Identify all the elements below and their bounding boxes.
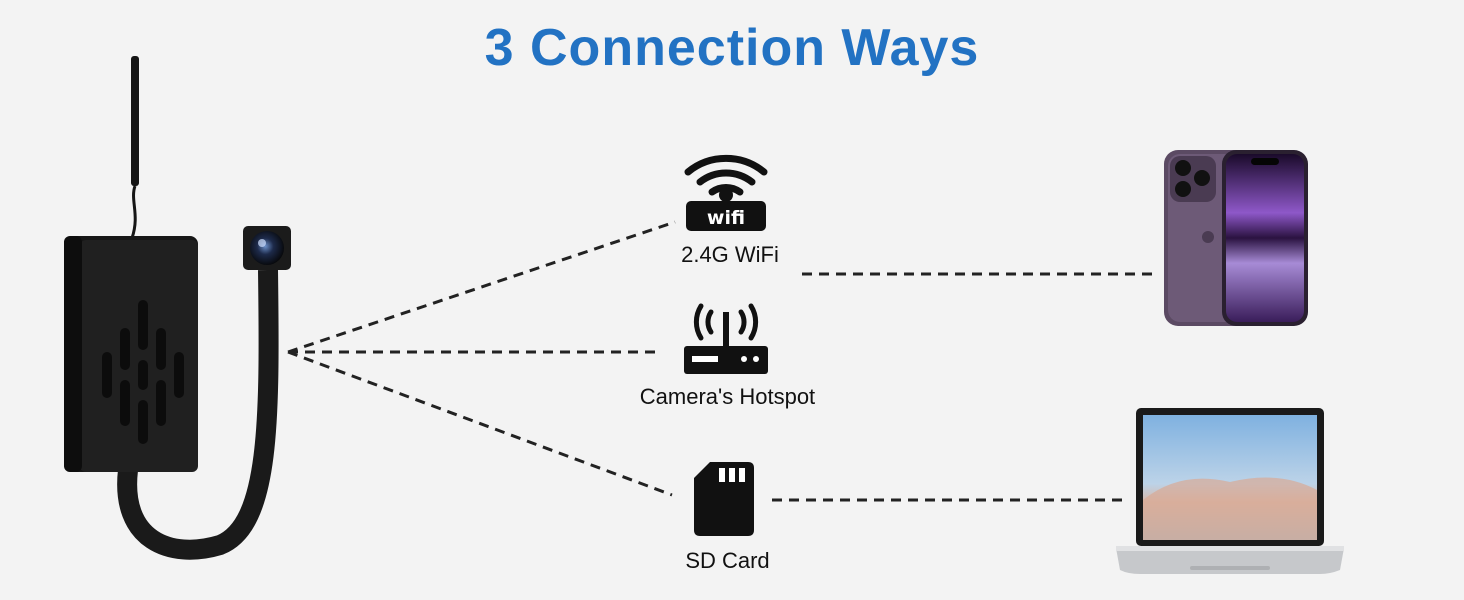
lens-icon	[250, 231, 284, 265]
label-hotspot: Camera's Hotspot	[639, 384, 816, 409]
wifi-icon: wifi	[684, 155, 768, 231]
line-to-sd	[287, 350, 673, 497]
label-sd-card: SD Card	[685, 548, 770, 573]
ribbon-cable	[117, 269, 279, 560]
label-wifi: 2.4G WiFi	[681, 242, 779, 267]
page-title: 3 Connection Ways	[484, 19, 980, 77]
connection-lines	[287, 220, 1158, 502]
antenna	[131, 56, 139, 186]
line-to-wifi	[287, 220, 676, 354]
phone-icon	[1164, 150, 1308, 326]
camera-device	[64, 56, 291, 560]
laptop-icon	[1116, 408, 1344, 574]
router-icon	[684, 303, 768, 374]
wifi-badge-text: wifi	[707, 207, 745, 229]
sd-card-icon	[694, 462, 754, 536]
